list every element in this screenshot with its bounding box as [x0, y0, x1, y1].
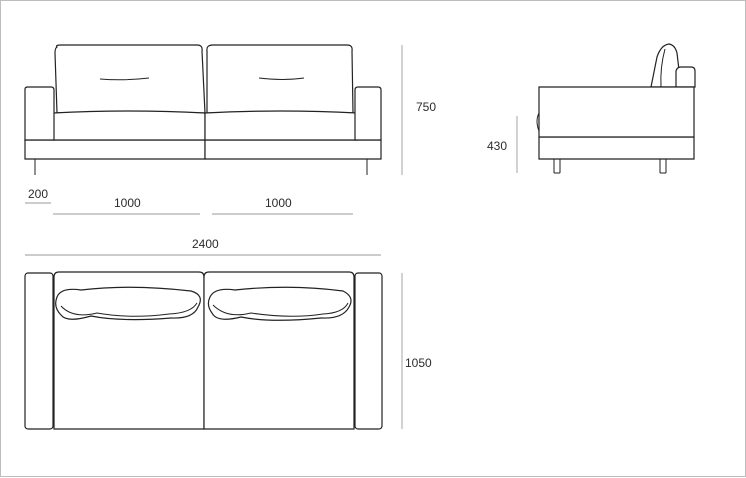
label-seat-height: 430 — [487, 139, 508, 153]
front-seat-cushion-left — [52, 110, 206, 141]
side-back-cushion — [650, 43, 682, 88]
label-arm-width: 200 — [28, 187, 49, 201]
top-back-cushion-left — [55, 286, 201, 321]
front-arm-left — [24, 86, 55, 141]
side-arm — [538, 86, 695, 138]
front-arm-right — [354, 86, 382, 141]
label-depth: 1050 — [405, 356, 432, 370]
front-seat-cushion-right — [204, 110, 358, 141]
front-back-cushion-left — [54, 44, 206, 114]
side-base — [538, 136, 695, 160]
top-back-cushion-right — [207, 286, 352, 321]
top-arm-right — [354, 272, 383, 430]
label-total-height: 750 — [416, 100, 437, 114]
top-arm-left — [24, 272, 54, 430]
side-back-support — [675, 66, 696, 88]
front-back-cushion-crease-left — [99, 77, 150, 81]
front-back-cushion-crease-right — [258, 77, 305, 80]
front-base-left — [24, 139, 206, 160]
label-total-width: 2400 — [192, 237, 219, 251]
label-seat-left: 1000 — [114, 196, 141, 210]
top-view — [24, 271, 403, 430]
front-view — [24, 44, 403, 256]
side-view — [516, 43, 696, 174]
label-seat-right: 1000 — [265, 196, 292, 210]
front-base-right — [204, 139, 382, 160]
